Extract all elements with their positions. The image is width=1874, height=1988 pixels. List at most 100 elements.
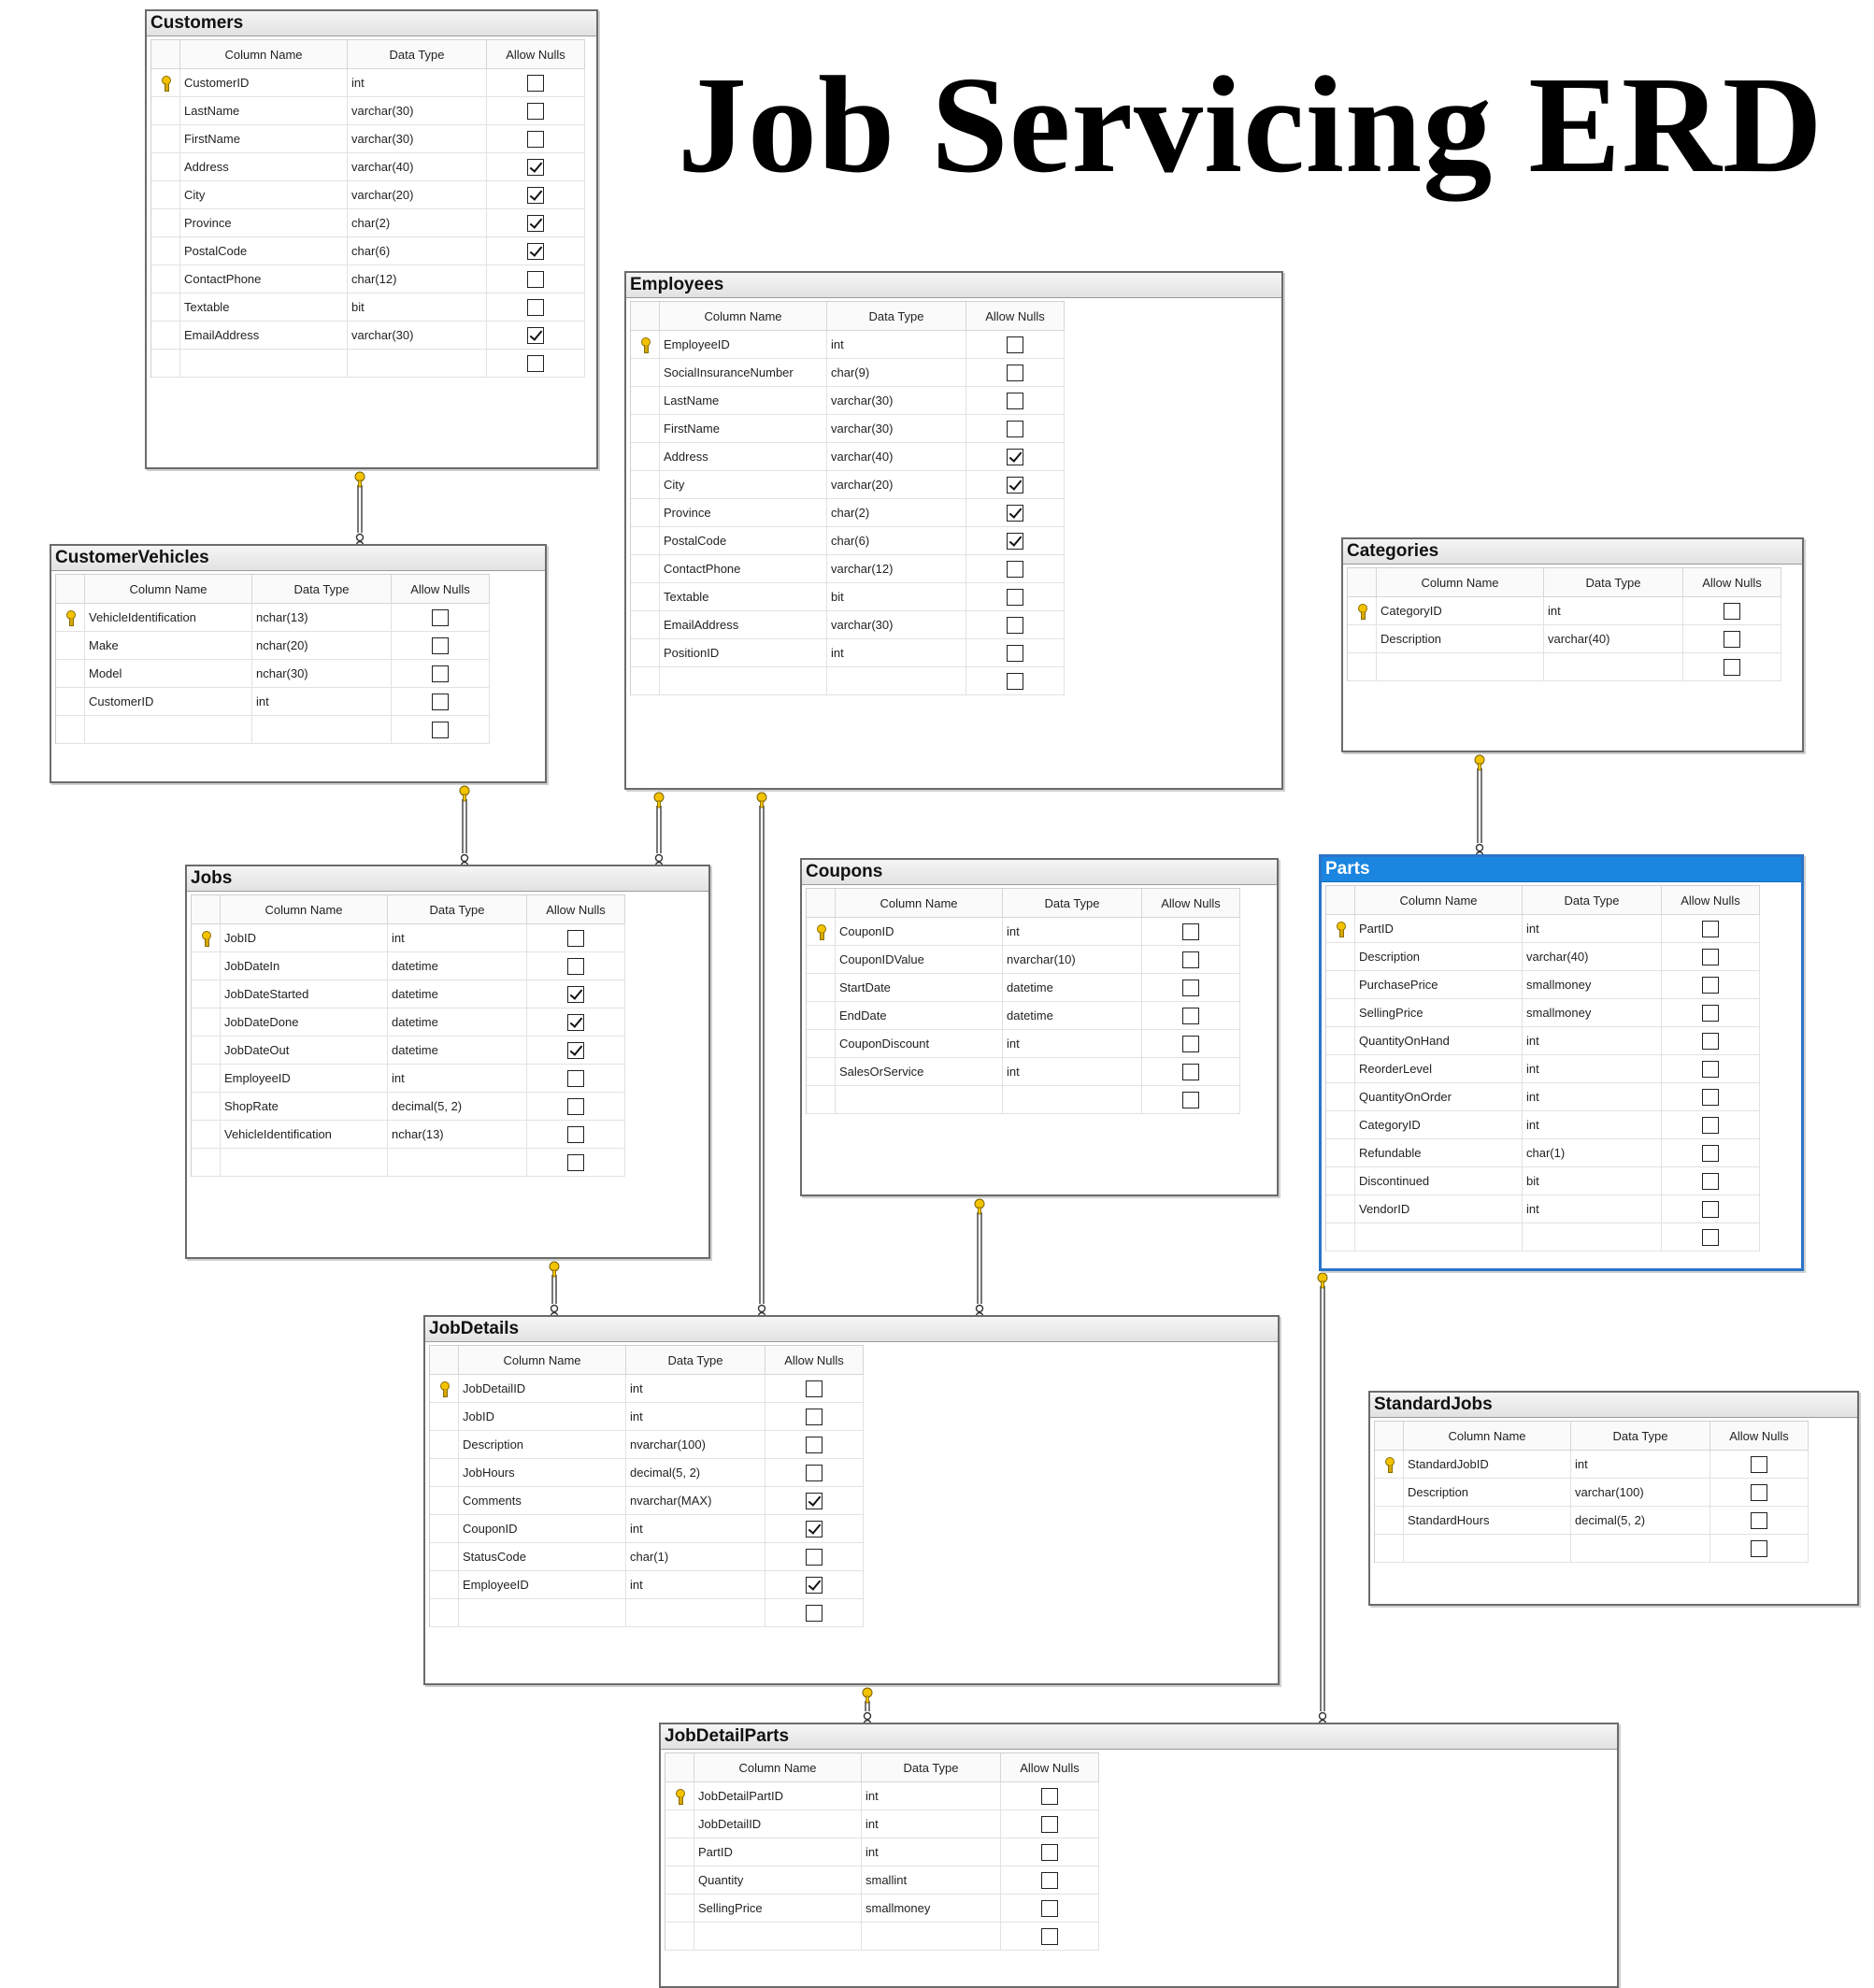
column-name-cell[interactable]: Address: [179, 152, 348, 181]
allow-nulls-checkbox[interactable]: [1007, 616, 1023, 634]
new-column-row[interactable]: [430, 1598, 864, 1627]
row-selector[interactable]: [151, 180, 180, 209]
row-selector[interactable]: [1348, 624, 1377, 653]
data-type-cell[interactable]: char(9): [826, 358, 966, 387]
allow-nulls-checkbox[interactable]: [1751, 1511, 1767, 1529]
data-type-cell[interactable]: int: [1543, 596, 1683, 625]
data-type-cell[interactable]: bit: [347, 293, 487, 322]
allow-nulls-checkbox[interactable]: [1007, 476, 1023, 493]
allow-nulls-checkbox[interactable]: [1007, 420, 1023, 437]
allow-nulls-checkbox[interactable]: [1702, 1004, 1719, 1022]
column-name-cell[interactable]: JobHours: [458, 1458, 626, 1487]
row-selector[interactable]: [665, 1781, 694, 1810]
row-selector[interactable]: [192, 1064, 221, 1093]
row-selector[interactable]: [631, 414, 660, 443]
column-name-cell[interactable]: CustomerID: [84, 687, 252, 716]
column-name-cell[interactable]: [84, 715, 252, 744]
data-type-cell[interactable]: int: [625, 1570, 765, 1599]
column-name-cell[interactable]: CategoryID: [1354, 1110, 1523, 1139]
row-selector[interactable]: [56, 659, 85, 688]
row-selector[interactable]: [1326, 1110, 1355, 1139]
data-type-cell[interactable]: int: [625, 1402, 765, 1431]
allow-nulls-checkbox[interactable]: [1702, 920, 1719, 937]
data-type-cell[interactable]: bit: [1522, 1166, 1662, 1195]
data-type-cell[interactable]: varchar(40): [826, 442, 966, 471]
row-selector[interactable]: [151, 293, 180, 322]
table-title[interactable]: Coupons: [802, 860, 1277, 885]
allow-nulls-checkbox[interactable]: [1702, 1200, 1719, 1218]
allow-nulls-checkbox[interactable]: [806, 1604, 823, 1622]
allow-nulls-checkbox[interactable]: [1724, 630, 1740, 648]
row-selector[interactable]: [1326, 1223, 1355, 1251]
data-type-cell[interactable]: decimal(5, 2): [625, 1458, 765, 1487]
data-type-cell[interactable]: [826, 666, 966, 695]
data-type-cell[interactable]: int: [625, 1374, 765, 1403]
column-name-cell[interactable]: PurchasePrice: [1354, 970, 1523, 999]
data-type-cell[interactable]: varchar(20): [347, 180, 487, 209]
allow-nulls-checkbox[interactable]: [1041, 1787, 1058, 1805]
allow-nulls-checkbox[interactable]: [1007, 588, 1023, 606]
column-name-cell[interactable]: [694, 1922, 862, 1951]
data-type-cell[interactable]: int: [625, 1514, 765, 1543]
allow-nulls-checkbox[interactable]: [567, 985, 584, 1003]
allow-nulls-checkbox[interactable]: [567, 1041, 584, 1059]
allow-nulls-checkbox[interactable]: [1182, 1091, 1199, 1108]
allow-nulls-checkbox[interactable]: [567, 929, 584, 947]
column-name-cell[interactable]: PartID: [1354, 914, 1523, 943]
column-name-cell[interactable]: PostalCode: [659, 526, 827, 555]
column-name-cell[interactable]: [659, 666, 827, 695]
allow-nulls-checkbox[interactable]: [1007, 504, 1023, 522]
row-selector[interactable]: [192, 1120, 221, 1149]
row-selector[interactable]: [807, 1001, 836, 1030]
row-selector[interactable]: [807, 1085, 836, 1114]
data-type-cell[interactable]: varchar(30): [347, 124, 487, 153]
row-selector[interactable]: [192, 923, 221, 952]
new-column-row[interactable]: [192, 1148, 625, 1177]
column-name-cell[interactable]: [835, 1085, 1003, 1114]
relationship-jobdetails-employees[interactable]: [756, 792, 767, 1321]
row-selector[interactable]: [631, 386, 660, 415]
data-type-cell[interactable]: nvarchar(MAX): [625, 1486, 765, 1515]
row-selector[interactable]: [151, 349, 180, 378]
allow-nulls-checkbox[interactable]: [1751, 1455, 1767, 1473]
allow-nulls-checkbox[interactable]: [432, 693, 449, 710]
new-column-row[interactable]: [1326, 1223, 1760, 1251]
data-type-cell[interactable]: int: [387, 1064, 527, 1093]
column-name-cell[interactable]: CouponDiscount: [835, 1029, 1003, 1058]
row-selector[interactable]: [631, 526, 660, 555]
row-selector[interactable]: [807, 917, 836, 946]
row-selector[interactable]: [807, 1029, 836, 1058]
allow-nulls-checkbox[interactable]: [432, 721, 449, 738]
row-selector[interactable]: [430, 1542, 459, 1571]
column-name-cell[interactable]: Textable: [179, 293, 348, 322]
allow-nulls-checkbox[interactable]: [1751, 1539, 1767, 1557]
row-selector[interactable]: [151, 152, 180, 181]
data-type-cell[interactable]: varchar(30): [826, 414, 966, 443]
row-selector[interactable]: [151, 124, 180, 153]
row-selector[interactable]: [1326, 914, 1355, 943]
column-name-cell[interactable]: PartID: [694, 1838, 862, 1866]
allow-nulls-checkbox[interactable]: [1041, 1843, 1058, 1861]
